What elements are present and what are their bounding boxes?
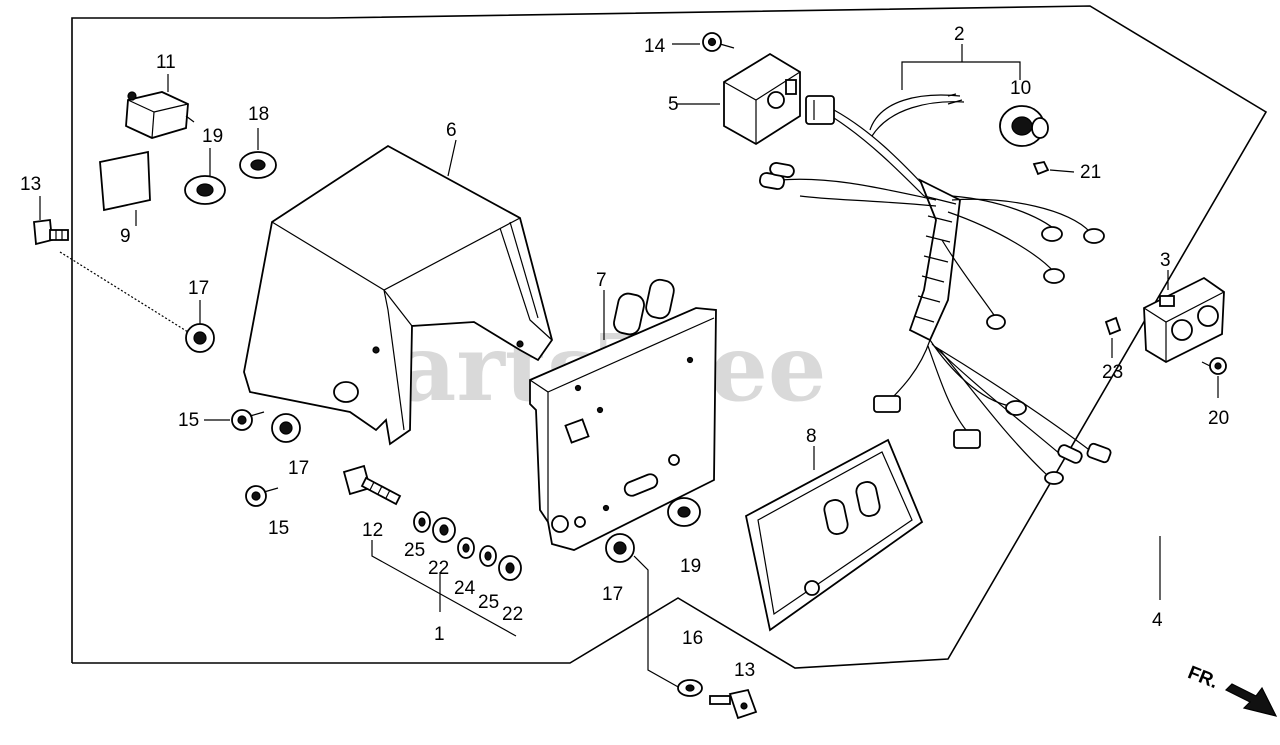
leader-line <box>901 61 1021 90</box>
washer-part <box>457 537 475 559</box>
grommet-part <box>185 323 215 353</box>
grommet-part <box>667 497 701 527</box>
callout-7: 7 <box>596 270 607 291</box>
leader-line <box>59 251 189 333</box>
callout-5: 5 <box>668 94 679 115</box>
callout-19-lower: 19 <box>680 556 701 577</box>
callout-15-upper: 15 <box>178 410 199 431</box>
callout-12: 12 <box>362 520 383 541</box>
callout-11: 11 <box>156 52 176 73</box>
panel-gasket-part <box>744 438 924 632</box>
callout-23: 23 <box>1102 362 1123 383</box>
callout-8: 8 <box>806 426 817 447</box>
callout-14: 14 <box>644 36 666 57</box>
callout-3: 3 <box>1160 250 1171 271</box>
callout-24: 24 <box>454 578 476 599</box>
callout-17-center: 17 <box>288 458 309 479</box>
nut-part <box>1032 160 1050 176</box>
control-unit-part <box>723 52 801 146</box>
washer-part <box>479 545 497 567</box>
washer-part <box>413 511 431 533</box>
control-panel-part <box>529 278 717 551</box>
nut-part <box>1104 316 1122 336</box>
callout-10: 10 <box>1010 78 1031 99</box>
front-direction-label: FR. <box>1185 662 1221 693</box>
callout-17-lower: 17 <box>602 584 623 605</box>
callout-labels: 1 2 3 4 5 6 7 8 9 10 11 12 13 13 14 15 1… <box>20 24 1229 693</box>
callout-13-lower: 13 <box>734 660 755 681</box>
outlet-receptacle-part <box>1143 276 1225 364</box>
assembly-frame <box>71 5 1268 669</box>
callout-21: 21 <box>1080 162 1101 183</box>
bolt-part <box>33 218 69 246</box>
nut-part <box>498 555 522 581</box>
grommet-part <box>271 413 301 443</box>
washer-part <box>677 679 703 697</box>
control-box-cover-part <box>243 144 553 446</box>
label-plate-part <box>99 150 151 212</box>
front-direction-arrow <box>1224 683 1278 717</box>
wire-harness-part <box>759 93 1112 485</box>
leader-line <box>371 540 517 637</box>
grommet-part <box>605 533 635 563</box>
callout-20: 20 <box>1208 408 1229 429</box>
callout-2: 2 <box>954 24 965 45</box>
callout-4: 4 <box>1152 610 1163 631</box>
grommet-part <box>184 175 226 205</box>
leader-lines <box>39 43 1219 600</box>
harness-clamp-part <box>999 105 1049 147</box>
screw-part <box>231 409 265 431</box>
screw-part <box>702 32 735 52</box>
callout-25-left: 25 <box>404 540 425 561</box>
callout-1: 1 <box>434 624 445 645</box>
screw-part <box>1201 357 1227 375</box>
callout-25-right: 25 <box>478 592 499 613</box>
bolt-part <box>342 464 402 506</box>
screw-part <box>245 485 279 507</box>
bolt-part <box>709 688 758 720</box>
callout-22-left: 22 <box>428 558 449 579</box>
leader-line <box>633 555 681 689</box>
nut-part <box>432 517 456 543</box>
callout-19-upper: 19 <box>202 126 223 147</box>
callout-18: 18 <box>248 104 269 125</box>
callout-22-right: 22 <box>502 604 523 625</box>
callout-13-upper: 13 <box>20 174 41 195</box>
grommet-part <box>239 151 277 179</box>
callout-6: 6 <box>446 120 457 141</box>
circuit-breaker-part <box>125 91 195 139</box>
callout-15-lower: 15 <box>268 518 289 539</box>
callout-16: 16 <box>682 628 703 649</box>
callout-9: 9 <box>120 226 131 247</box>
callout-17-left: 17 <box>188 278 209 299</box>
